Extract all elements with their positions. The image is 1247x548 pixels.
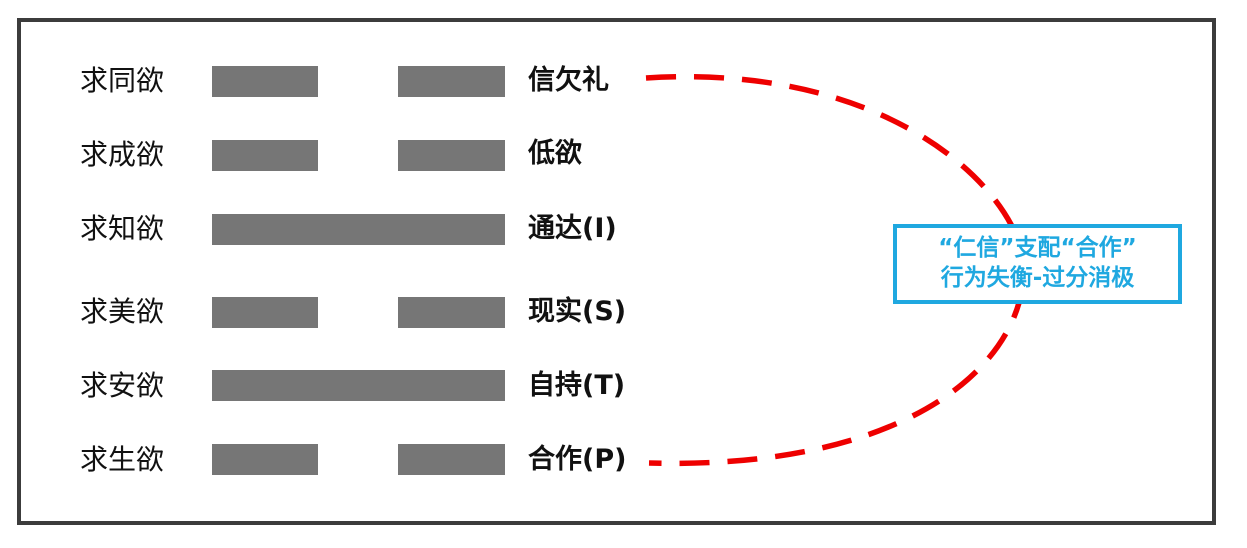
yin-line-left bbox=[212, 297, 318, 328]
yin-line-left bbox=[212, 444, 318, 475]
trait-label: 自持(T) bbox=[528, 370, 626, 401]
callout-line-1: “仁信”支配“合作” bbox=[938, 235, 1137, 262]
callout-line-2: 行为失衡-过分消极 bbox=[940, 265, 1135, 291]
trait-label: 通达(I) bbox=[528, 213, 617, 244]
desire-label: 求美欲 bbox=[80, 295, 165, 328]
trait-label: 信欠礼 bbox=[528, 65, 609, 96]
desire-label: 求成欲 bbox=[80, 138, 165, 171]
yin-line-left bbox=[212, 140, 318, 171]
trait-label: 现实(S) bbox=[528, 296, 627, 327]
trait-label: 低欲 bbox=[528, 138, 582, 169]
yin-line-right bbox=[398, 444, 505, 475]
yang-line bbox=[212, 214, 505, 245]
desire-label: 求知欲 bbox=[80, 212, 165, 245]
desire-label: 求生欲 bbox=[80, 443, 165, 476]
yang-line bbox=[212, 370, 505, 401]
callout-box: “仁信”支配“合作” 行为失衡-过分消极 bbox=[893, 224, 1182, 304]
yin-line-right bbox=[398, 66, 505, 97]
yin-line-right bbox=[398, 140, 505, 171]
trait-label: 合作(P) bbox=[528, 444, 627, 475]
yin-line-left bbox=[212, 66, 318, 97]
diagram-frame bbox=[17, 18, 1216, 525]
desire-label: 求同欲 bbox=[80, 64, 165, 97]
yin-line-right bbox=[398, 297, 505, 328]
desire-label: 求安欲 bbox=[80, 369, 165, 402]
